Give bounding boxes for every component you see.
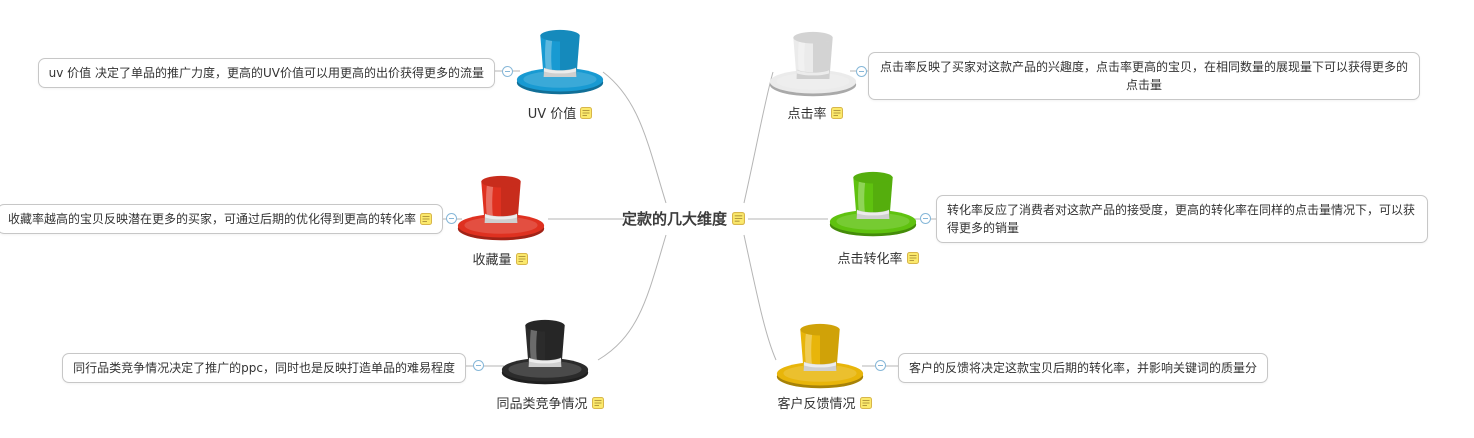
note-callout-click-rate[interactable]: 点击率反映了买家对这款产品的兴趣度，点击率更高的宝贝，在相同数量的展现量下可以获… [868,52,1420,100]
top-hat-icon-white[interactable] [768,28,858,98]
note-callout-click-conversion[interactable]: 转化率反应了消费者对这款产品的接受度，更高的转化率在同样的点击量情况下，可以获得… [936,195,1428,243]
callout-text: 同行品类竞争情况决定了推广的ppc，同时也是反映打造单品的难易程度 [73,361,455,375]
callout-text: 收藏率越高的宝贝反映潜在更多的买家，可通过后期的优化得到更高的转化率 [7,212,416,226]
note-callout-customer-feedback[interactable]: 客户的反馈将决定这款宝贝后期的转化率，并影响关键词的质量分 [898,353,1269,383]
top-hat-icon-black[interactable] [500,316,590,386]
top-hat-icon-red[interactable] [456,172,546,242]
topic-label: 收藏量 [472,253,512,268]
note-icon[interactable] [906,251,919,264]
note-callout-category-competition[interactable]: 同行品类竞争情况决定了推广的ppc，同时也是反映打造单品的难易程度 [62,353,466,383]
topic-label: UV 价值 [527,107,577,122]
note-icon[interactable] [732,212,746,225]
topic-click-conversion[interactable]: 点击转化率 [818,248,938,267]
topic-label: 点击转化率 [837,252,903,267]
callout-text: 点击率反映了买家对这款产品的兴趣度，点击率更高的宝贝，在相同数量的展现量下可以获… [879,60,1408,92]
callout-text: 客户的反馈将决定这款宝贝后期的转化率，并影响关键词的质量分 [909,361,1258,375]
central-topic-label: 定款的几大维度 [622,210,728,228]
note-icon[interactable] [591,396,604,409]
note-callout-uv-value[interactable]: uv 价值 决定了单品的推广力度，更高的UV价值可以用更高的出价获得更多的流量 [37,58,495,88]
topic-customer-feedback[interactable]: 客户反馈情况 [752,393,897,412]
note-icon[interactable] [515,252,528,265]
callout-text: uv 价值 决定了单品的推广力度，更高的UV价值可以用更高的出价获得更多的流量 [48,66,484,80]
central-topic[interactable]: 定款的几大维度 [622,208,746,229]
note-icon[interactable] [420,213,432,225]
top-hat-icon-blue[interactable] [515,26,605,96]
note-icon[interactable] [859,396,872,409]
connector-toggle[interactable] [473,360,484,371]
topic-favorites[interactable]: 收藏量 [450,249,550,268]
connector-toggle[interactable] [875,360,886,371]
topic-label: 同品类竞争情况 [496,397,588,412]
topic-label: 客户反馈情况 [777,397,856,412]
topic-click-rate[interactable]: 点击率 [770,103,860,122]
connector-toggle[interactable] [502,66,513,77]
connector-toggle[interactable] [446,213,457,224]
top-hat-icon-green[interactable] [828,168,918,238]
note-icon[interactable] [580,106,593,119]
note-callout-favorites[interactable]: 收藏率越高的宝贝反映潜在更多的买家，可通过后期的优化得到更高的转化率 [0,204,443,234]
connector-toggle[interactable] [920,213,931,224]
topic-uv-value[interactable]: UV 价值 [505,103,615,122]
callout-text: 转化率反应了消费者对这款产品的接受度，更高的转化率在同样的点击量情况下，可以获得… [947,203,1416,235]
topic-category-competition[interactable]: 同品类竞争情况 [470,393,630,412]
top-hat-icon-yellow[interactable] [775,320,865,390]
note-icon[interactable] [830,106,843,119]
connector-toggle[interactable] [856,66,867,77]
topic-label: 点击率 [787,107,827,122]
